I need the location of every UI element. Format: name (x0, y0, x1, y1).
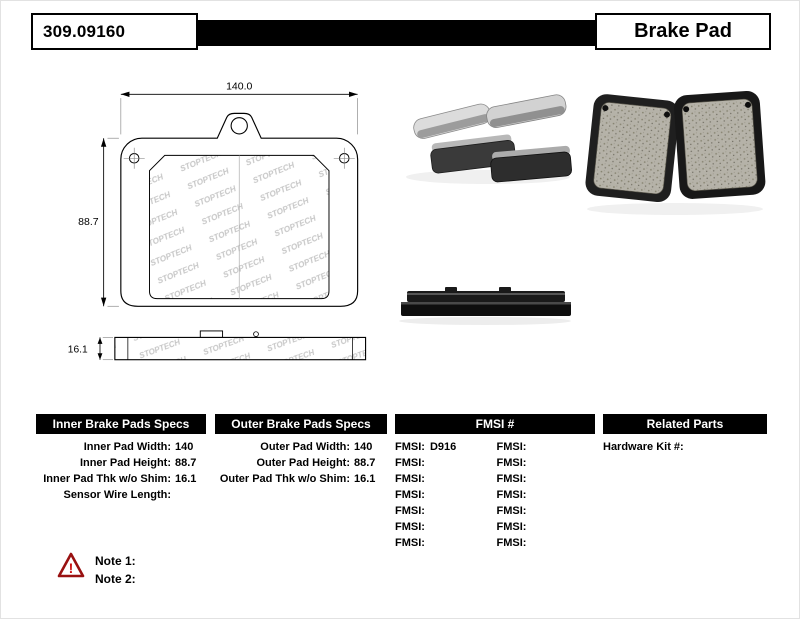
fmsi-column-right: FMSI: FMSI: FMSI: FMSI: FMSI: (497, 439, 596, 551)
spec-label: Outer Pad Height: (256, 457, 350, 469)
related-parts-section: Related Parts Hardware Kit #: (603, 414, 767, 455)
fmsi-row: FMSI: (497, 487, 596, 503)
pad-side-profile (114, 336, 367, 361)
fmsi-row: FMSI: (395, 519, 494, 535)
pad-pair-photo-svg (585, 90, 766, 215)
fmsi-column-left: FMSI: D916 FMSI: FMSI: FMSI: FMSI: (395, 439, 494, 551)
spec-label: Outer Pad Thk w/o Shim: (219, 473, 350, 485)
fmsi-label: FMSI: (395, 505, 425, 517)
pad-set-photo (393, 89, 573, 189)
spec-row: Inner Pad Height: 88.7 (36, 455, 206, 471)
fmsi-label: FMSI: (395, 441, 425, 453)
fmsi-label: FMSI: (395, 521, 425, 533)
fmsi-row: FMSI: (395, 535, 494, 551)
fmsi-row: FMSI: (395, 487, 494, 503)
part-number: 309.09160 (43, 21, 126, 41)
spec-row: Inner Pad Width: 140 (36, 439, 206, 455)
spec-value: 16.1 (175, 473, 197, 485)
fmsi-label: FMSI: (496, 489, 527, 501)
notes: Note 1: Note 2: (95, 552, 136, 588)
spec-row: Sensor Wire Length: (36, 487, 206, 503)
sensor-tab (199, 330, 224, 338)
product-title-box: Brake Pad (595, 13, 771, 50)
spec-row: Inner Pad Thk w/o Shim: 16.1 (36, 471, 206, 487)
svg-text:!: ! (69, 560, 74, 576)
warning-icon: ! (57, 552, 85, 578)
inner-specs-header: Inner Brake Pads Specs (36, 414, 206, 434)
fmsi-row: FMSI: D916 (395, 439, 494, 455)
fmsi-row: FMSI: (497, 519, 596, 535)
note-1: Note 1: (95, 554, 136, 568)
fmsi-label: FMSI: (496, 537, 527, 549)
fmsi-header: FMSI # (395, 414, 595, 434)
spec-label: Inner Pad Height: (79, 457, 171, 469)
fmsi-label: FMSI: (496, 457, 527, 469)
note-2: Note 2: (95, 572, 136, 586)
related-part-row: Hardware Kit #: (603, 439, 767, 455)
spec-label: Outer Pad Width: (260, 441, 350, 453)
part-number-box: 309.09160 (31, 13, 198, 50)
fmsi-label: FMSI: (496, 473, 527, 485)
related-part-label: Hardware Kit #: (603, 441, 684, 453)
thickness-dimension-label: 16.1 (68, 344, 88, 355)
fmsi-label: FMSI: (395, 489, 425, 501)
spec-label: Sensor Wire Length: (63, 489, 171, 501)
spec-row: Outer Pad Thk w/o Shim: 16.1 (215, 471, 387, 487)
fmsi-label: FMSI: (395, 473, 425, 485)
inner-specs-section: Inner Brake Pads Specs Inner Pad Width: … (36, 414, 206, 503)
fmsi-label: FMSI: (395, 457, 425, 469)
side-view-svg: STOPTECH 16.1 (68, 330, 367, 361)
related-parts-header: Related Parts (603, 414, 767, 434)
fmsi-label: FMSI: (395, 537, 425, 549)
front-view-svg: STOPTECH 140.0 88.7 (78, 81, 359, 307)
spec-value: 140 (175, 441, 194, 453)
outer-specs-header: Outer Brake Pads Specs (215, 414, 387, 434)
fmsi-label: FMSI: (496, 505, 527, 517)
fmsi-row: FMSI: (497, 535, 596, 551)
side-view-drawing: STOPTECH 16.1 (59, 317, 375, 369)
height-dimension-label: 88.7 (78, 216, 99, 228)
spec-value: 140 (354, 441, 373, 453)
fmsi-section: FMSI # FMSI: D916 FMSI: FMSI: FMSI: (395, 414, 595, 551)
fmsi-row: FMSI: (497, 503, 596, 519)
fmsi-row: FMSI: (497, 455, 596, 471)
fmsi-label: FMSI: (496, 521, 527, 533)
outer-specs-section: Outer Brake Pads Specs Outer Pad Width: … (215, 414, 387, 487)
fmsi-value: D916 (429, 441, 457, 453)
spec-value: 88.7 (354, 457, 376, 469)
pad-edge-photo (397, 286, 575, 328)
spec-row: Outer Pad Height: 88.7 (215, 455, 387, 471)
spec-value: 16.1 (354, 473, 376, 485)
rivet-mark (253, 331, 259, 338)
pad-edge-photo-svg (399, 287, 571, 325)
tab-hole (230, 117, 248, 135)
product-title: Brake Pad (634, 20, 732, 42)
spec-value: 88.7 (175, 457, 197, 469)
pad-set-photo-svg (406, 94, 572, 184)
front-view-drawing: STOPTECH 140.0 88.7 (75, 79, 371, 312)
spec-row: Outer Pad Width: 140 (215, 439, 387, 455)
fmsi-row: FMSI: (497, 439, 596, 455)
fmsi-row: FMSI: (395, 471, 494, 487)
spec-label: Inner Pad Thk w/o Shim: (43, 473, 171, 485)
fmsi-label: FMSI: (496, 441, 527, 453)
fmsi-row: FMSI: (395, 503, 494, 519)
width-dimension-label: 140.0 (226, 81, 252, 93)
spec-label: Inner Pad Width: (83, 441, 171, 453)
pad-pair-photo (581, 81, 769, 219)
fmsi-row: FMSI: (497, 471, 596, 487)
fmsi-row: FMSI: (395, 455, 494, 471)
